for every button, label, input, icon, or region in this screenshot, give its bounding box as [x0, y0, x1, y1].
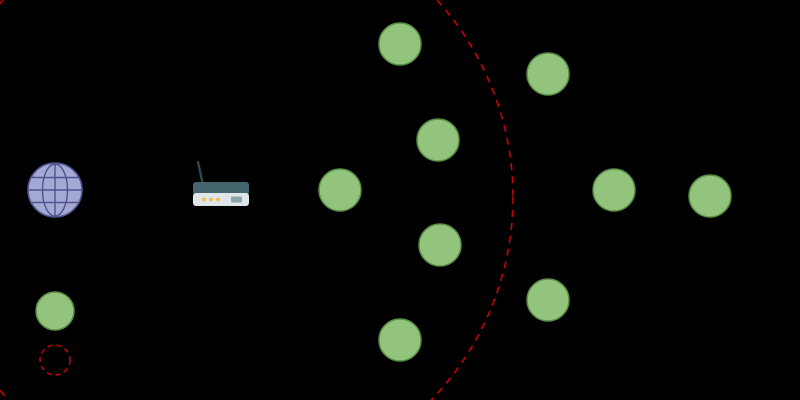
router-port — [231, 196, 242, 203]
node-circle — [418, 223, 462, 267]
node-circle — [378, 22, 422, 66]
nodes-layer — [318, 22, 732, 362]
router-antenna — [196, 160, 205, 187]
router-base — [193, 193, 249, 206]
wifi-router-icon — [193, 160, 249, 206]
node-circle — [592, 168, 636, 212]
wifi-range-dashed-circle — [0, 0, 514, 400]
node-circle — [416, 118, 460, 162]
router-led — [209, 197, 213, 202]
node-circle — [378, 318, 422, 362]
node-circle — [688, 174, 732, 218]
legend — [35, 291, 75, 376]
node-circle — [318, 168, 362, 212]
router-top — [193, 182, 249, 195]
range-layer — [0, 0, 514, 400]
legend-node-swatch — [35, 291, 75, 331]
router-led — [202, 197, 206, 202]
legend-range-swatch — [39, 344, 71, 376]
router-led — [216, 197, 220, 202]
node-circle — [526, 52, 570, 96]
internet-globe-icon — [27, 162, 83, 218]
node-circle — [526, 278, 570, 322]
